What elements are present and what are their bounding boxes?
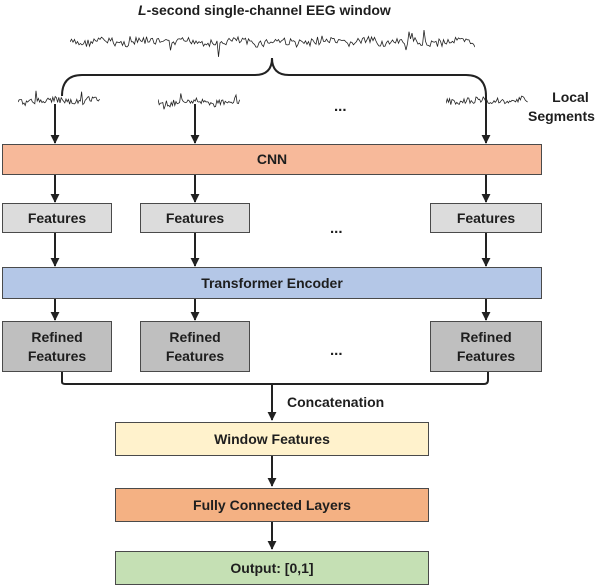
refined-features-box-4: Refined Features	[430, 321, 542, 372]
concat-bracket	[61, 372, 489, 385]
refined-label-line1: Refined	[460, 328, 512, 345]
features-label: Features	[165, 209, 225, 226]
refined-label-line1: Refined	[31, 328, 83, 345]
title-variable: L	[138, 2, 147, 18]
eeg-trace-line	[70, 29, 475, 57]
diagram-title: L-second single-channel EEG window	[138, 2, 391, 18]
transformer-encoder-label: Transformer Encoder	[201, 274, 343, 291]
concatenation-label: Concatenation	[287, 394, 385, 410]
eeg-trace-line	[18, 90, 100, 107]
local-segments-line2: Segments	[528, 107, 595, 124]
features-box-2: Features	[140, 203, 250, 233]
refined-features-box-2: Refined Features	[140, 321, 250, 372]
local-segments-line1: Local	[552, 89, 589, 105]
refined-ellipsis: ...	[330, 342, 343, 359]
segment-brace	[61, 57, 487, 97]
refined-label-line2: Features	[27, 347, 87, 364]
segments-ellipsis: ...	[334, 98, 347, 115]
title-text: -second single-channel EEG window	[146, 2, 391, 18]
fully-connected-label: Fully Connected Layers	[193, 496, 351, 513]
features-label: Features	[27, 209, 87, 226]
output-block: Output: [0,1]	[115, 551, 429, 585]
cnn-label: CNN	[256, 151, 288, 168]
features-label: Features	[456, 209, 516, 226]
refined-label-line2: Features	[165, 347, 225, 364]
refined-label-line1: Refined	[169, 328, 221, 345]
fully-connected-block: Fully Connected Layers	[115, 488, 429, 522]
refined-features-box-1: Refined Features	[2, 321, 112, 372]
eeg-segment-2-waveform	[158, 93, 240, 110]
transformer-encoder-block: Transformer Encoder	[2, 267, 542, 299]
refined-label-line2: Features	[456, 347, 516, 364]
eeg-segment-1-waveform	[18, 90, 100, 107]
features-box-1: Features	[2, 203, 112, 233]
features-box-4: Features	[430, 203, 542, 233]
local-segments-label: Local Segments	[528, 88, 595, 126]
output-label: Output: [0,1]	[230, 559, 314, 576]
eeg-segment-4-waveform	[446, 95, 528, 105]
eeg-trace-line	[158, 93, 240, 110]
window-features-block: Window Features	[115, 422, 429, 456]
window-features-label: Window Features	[214, 430, 330, 447]
eeg-window-waveform	[70, 29, 475, 57]
features-ellipsis: ...	[330, 220, 343, 237]
cnn-block: CNN	[2, 144, 542, 175]
eeg-trace-line	[446, 95, 528, 105]
